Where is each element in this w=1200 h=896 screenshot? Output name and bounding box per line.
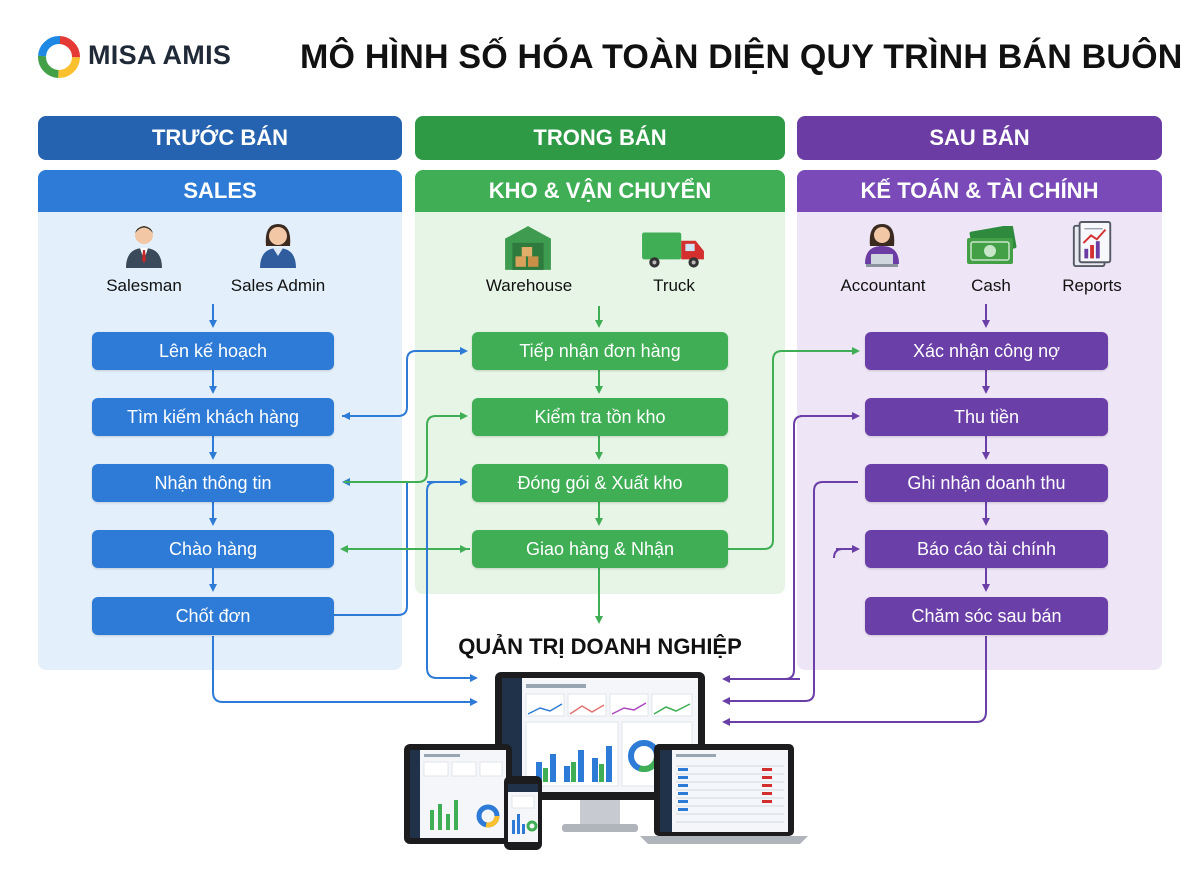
phone-device	[504, 776, 542, 850]
finance-header-label: KẾ TOÁN & TÀI CHÍNH	[860, 178, 1099, 203]
role-accountant: Accountant	[840, 276, 926, 295]
phase-in-sale: TRONG BÁN	[415, 116, 785, 160]
accountant-icon	[865, 224, 899, 267]
phase-in-sale-label: TRONG BÁN	[533, 125, 667, 150]
tablet-device	[404, 744, 512, 844]
step-len-ke-hoach-label: Lên kế hoạch	[158, 340, 268, 361]
step-kiem-tra-ton-kho-label: Kiểm tra tồn kho	[534, 406, 666, 427]
step-tiep-nhan-don-hang-label: Tiếp nhận đơn hàng	[519, 340, 681, 361]
step-giao-hang-nhan: Giao hàng & Nhận	[472, 530, 728, 568]
sales-admin-icon	[260, 224, 296, 268]
logistics-header-label: KHO & VẬN CHUYỂN	[488, 178, 712, 203]
step-xac-nhan-cong-no-label: Xác nhận công nợ	[913, 340, 1060, 361]
misa-amis-logo-icon	[38, 36, 80, 78]
warehouse-icon	[505, 226, 551, 270]
role-reports: Reports	[1062, 276, 1122, 295]
phase-pre-sale-label: TRƯỚC BÁN	[151, 125, 288, 150]
step-dong-goi-xuat-kho-label: Đóng gói & Xuất kho	[517, 472, 683, 493]
brand-name: MISA AMIS	[88, 40, 232, 70]
enterprise-management-title: QUẢN TRỊ DOANH NGHIỆP	[458, 634, 742, 659]
role-salesman: Salesman	[106, 276, 182, 295]
step-thu-tien: Thu tiền	[865, 398, 1108, 436]
step-cham-soc-sau-ban-label: Chăm sóc sau bán	[911, 605, 1062, 626]
step-cham-soc-sau-ban: Chăm sóc sau bán	[865, 597, 1108, 635]
phase-post-sale: SAU BÁN	[797, 116, 1162, 160]
step-ghi-nhan-doanh-thu: Ghi nhận doanh thu	[865, 464, 1108, 502]
step-nhan-thong-tin: Nhận thông tin	[92, 464, 334, 502]
devices-illustration	[404, 672, 808, 850]
step-nhan-thong-tin-label: Nhận thông tin	[154, 472, 272, 493]
role-cash: Cash	[971, 276, 1011, 295]
step-ghi-nhan-doanh-thu-label: Ghi nhận doanh thu	[907, 472, 1066, 493]
truck-icon	[642, 232, 704, 268]
sales-header: SALES	[38, 170, 402, 212]
cash-icon	[967, 226, 1017, 264]
step-chao-hang: Chào hàng	[92, 530, 334, 568]
step-chao-hang-label: Chào hàng	[168, 538, 258, 559]
step-xac-nhan-cong-no: Xác nhận công nợ	[865, 332, 1108, 370]
role-sales-admin: Sales Admin	[230, 276, 326, 295]
step-bao-cao-tai-chinh: Báo cáo tài chính	[865, 530, 1108, 568]
step-chot-don-label: Chốt đơn	[175, 605, 251, 626]
reports-icon	[1072, 221, 1112, 268]
step-tiep-nhan-don-hang: Tiếp nhận đơn hàng	[472, 332, 728, 370]
step-chot-don: Chốt đơn	[92, 597, 334, 635]
step-tim-kiem-khach-hang: Tìm kiếm khách hàng	[92, 398, 334, 436]
step-dong-goi-xuat-kho: Đóng gói & Xuất kho	[472, 464, 728, 502]
logistics-header: KHO & VẬN CHUYỂN	[415, 170, 785, 212]
step-thu-tien-label: Thu tiền	[953, 406, 1020, 427]
step-bao-cao-tai-chinh-label: Báo cáo tài chính	[916, 538, 1057, 559]
role-truck: Truck	[653, 276, 695, 295]
salesman-icon	[126, 226, 162, 268]
phase-post-sale-label: SAU BÁN	[929, 125, 1030, 150]
step-giao-hang-nhan-label: Giao hàng & Nhận	[525, 538, 675, 559]
step-len-ke-hoach: Lên kế hoạch	[92, 332, 334, 370]
step-tim-kiem-khach-hang-label: Tìm kiếm khách hàng	[126, 406, 300, 427]
step-kiem-tra-ton-kho: Kiểm tra tồn kho	[472, 398, 728, 436]
laptop-device	[640, 744, 808, 844]
phase-pre-sale: TRƯỚC BÁN	[38, 116, 402, 160]
page-title: MÔ HÌNH SỐ HÓA TOÀN DIỆN QUY TRÌNH BÁN B…	[300, 38, 1183, 76]
finance-header: KẾ TOÁN & TÀI CHÍNH	[797, 170, 1162, 212]
sales-header-label: SALES	[183, 178, 257, 203]
role-warehouse: Warehouse	[485, 276, 573, 295]
